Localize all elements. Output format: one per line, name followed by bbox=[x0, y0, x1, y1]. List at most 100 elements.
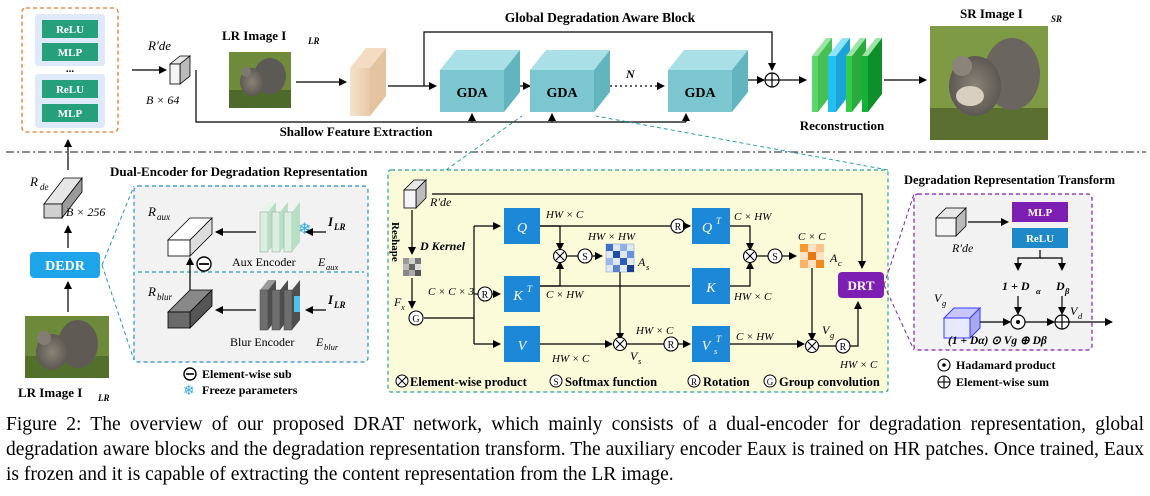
svg-text:LR: LR bbox=[333, 300, 346, 310]
drt-formula: (1 + Dα) ⊙ Vg ⊕ Dβ bbox=[948, 335, 1047, 347]
shallow-label: Shallow Feature Extraction bbox=[280, 124, 434, 139]
svg-text:S: S bbox=[553, 377, 558, 387]
svg-text:C × HW: C × HW bbox=[546, 289, 584, 301]
svg-text:G: G bbox=[767, 377, 774, 387]
svg-text:blur: blur bbox=[324, 342, 339, 352]
svg-text:Freeze parameters: Freeze parameters bbox=[202, 383, 298, 397]
svg-text:HW × C: HW × C bbox=[635, 325, 674, 337]
legend-freeze: ❄ Freeze parameters bbox=[183, 383, 298, 399]
rotation-node-1: R bbox=[477, 286, 493, 302]
drt-rde-cube bbox=[935, 207, 967, 237]
svg-text:ReLU: ReLU bbox=[56, 84, 84, 96]
svg-text:R: R bbox=[840, 342, 847, 353]
svg-text:A: A bbox=[637, 255, 646, 269]
svg-text:blur: blur bbox=[157, 292, 173, 302]
svg-text:I: I bbox=[327, 292, 334, 307]
aux-encoder-block: ❄ bbox=[259, 202, 311, 253]
rde-prime-cube bbox=[403, 179, 427, 209]
svg-text:MLP: MLP bbox=[58, 47, 83, 59]
svg-text:SR: SR bbox=[1051, 14, 1062, 24]
sum-node-drt bbox=[1054, 314, 1070, 330]
svg-text:Q: Q bbox=[517, 221, 527, 236]
legend-sub: Element-wise sub bbox=[183, 367, 292, 381]
vg-cube bbox=[942, 306, 982, 340]
svg-text:R: R bbox=[482, 290, 489, 301]
svg-text:V: V bbox=[934, 291, 943, 305]
svg-text:K: K bbox=[705, 281, 716, 296]
svg-text:β: β bbox=[1064, 286, 1070, 296]
svg-text:HW × C: HW × C bbox=[551, 353, 590, 365]
qt-block bbox=[692, 208, 730, 244]
group-conv-node: G bbox=[408, 310, 424, 326]
blur-encoder-label: Blur Encoder bbox=[230, 335, 294, 349]
svg-text:Hadamard product: Hadamard product bbox=[956, 358, 1055, 372]
relu-block-1 bbox=[42, 20, 98, 38]
d-kernel-grid bbox=[403, 258, 421, 276]
svg-text:C × HW: C × HW bbox=[734, 211, 772, 223]
svg-text:1 + D: 1 + D bbox=[1002, 279, 1030, 293]
mlp-stack-panel: ReLU MLP ... ReLU MLP bbox=[21, 7, 119, 133]
aux-encoder-label: Aux Encoder bbox=[232, 255, 296, 269]
sr-image-label: SR Image I bbox=[960, 6, 1023, 21]
gda-legend: Element-wise product S Softmax function … bbox=[395, 374, 880, 389]
svg-text:c: c bbox=[838, 258, 842, 268]
product-node-4 bbox=[804, 338, 820, 354]
svg-text:aux: aux bbox=[157, 212, 170, 222]
svg-text:K: K bbox=[512, 289, 523, 304]
svg-text:α: α bbox=[1036, 286, 1041, 296]
svg-text:R: R bbox=[668, 340, 675, 351]
rotation-node-2: R bbox=[670, 218, 686, 234]
rde-prime-label: R′de bbox=[147, 38, 171, 53]
mlp-block-2 bbox=[42, 104, 98, 122]
element-sub-icon bbox=[196, 256, 212, 272]
svg-text:GDA: GDA bbox=[546, 86, 578, 101]
product-node-2 bbox=[742, 248, 758, 264]
dedr-button bbox=[30, 252, 100, 278]
b64-label: B × 64 bbox=[146, 93, 179, 107]
rotation-node-4: R bbox=[835, 338, 851, 354]
rde-cube bbox=[168, 55, 192, 85]
svg-text:E: E bbox=[317, 255, 326, 269]
rotation-node-3: R bbox=[663, 336, 679, 352]
svg-text:DRT: DRT bbox=[848, 278, 875, 293]
svg-text:ReLU: ReLU bbox=[1026, 233, 1054, 245]
sr-image bbox=[930, 26, 1048, 140]
product-node-1 bbox=[552, 248, 568, 264]
reconstruction-label: Reconstruction bbox=[800, 118, 885, 133]
svg-text:LR: LR bbox=[307, 36, 320, 46]
softmax-node-2: S bbox=[767, 248, 783, 264]
svg-text:V: V bbox=[702, 339, 712, 354]
svg-text:Softmax function: Softmax function bbox=[565, 375, 657, 389]
svg-text:GDA: GDA bbox=[456, 86, 488, 101]
gda-block-2: GDA bbox=[530, 50, 610, 112]
drt-relu bbox=[1012, 228, 1068, 248]
element-sum-top bbox=[764, 72, 780, 88]
svg-text:DEDR: DEDR bbox=[45, 259, 86, 274]
svg-text:R: R bbox=[675, 222, 682, 233]
svg-text:s: s bbox=[646, 262, 650, 272]
drt-title: Degradation Representation Transform bbox=[904, 173, 1116, 187]
r-aux-bar bbox=[167, 217, 213, 257]
svg-text:g: g bbox=[942, 298, 946, 308]
svg-text:x: x bbox=[400, 302, 405, 312]
svg-text:...: ... bbox=[66, 63, 75, 75]
svg-text:LR: LR bbox=[333, 222, 346, 232]
svg-text:Rotation: Rotation bbox=[703, 375, 750, 389]
svg-text:GDA: GDA bbox=[684, 86, 716, 101]
gda-block-3: GDA bbox=[668, 50, 748, 112]
svg-text:V: V bbox=[1070, 304, 1079, 318]
product-node-3 bbox=[612, 336, 628, 352]
kt-block bbox=[504, 276, 540, 312]
svg-text:G: G bbox=[412, 314, 419, 325]
k-block bbox=[692, 268, 730, 304]
v-block bbox=[504, 326, 540, 362]
gda-block-1: GDA bbox=[440, 50, 520, 112]
svg-text:g: g bbox=[830, 330, 834, 340]
q-block bbox=[504, 208, 540, 244]
svg-text:Group convolution: Group convolution bbox=[779, 375, 880, 389]
d-kernel-label: D Kernel bbox=[419, 239, 466, 253]
svg-text:s: s bbox=[638, 356, 642, 366]
ac-matrix bbox=[800, 244, 824, 268]
svg-text:R: R bbox=[691, 377, 697, 387]
svg-text:C × C × 3: C × C × 3 bbox=[428, 286, 475, 298]
